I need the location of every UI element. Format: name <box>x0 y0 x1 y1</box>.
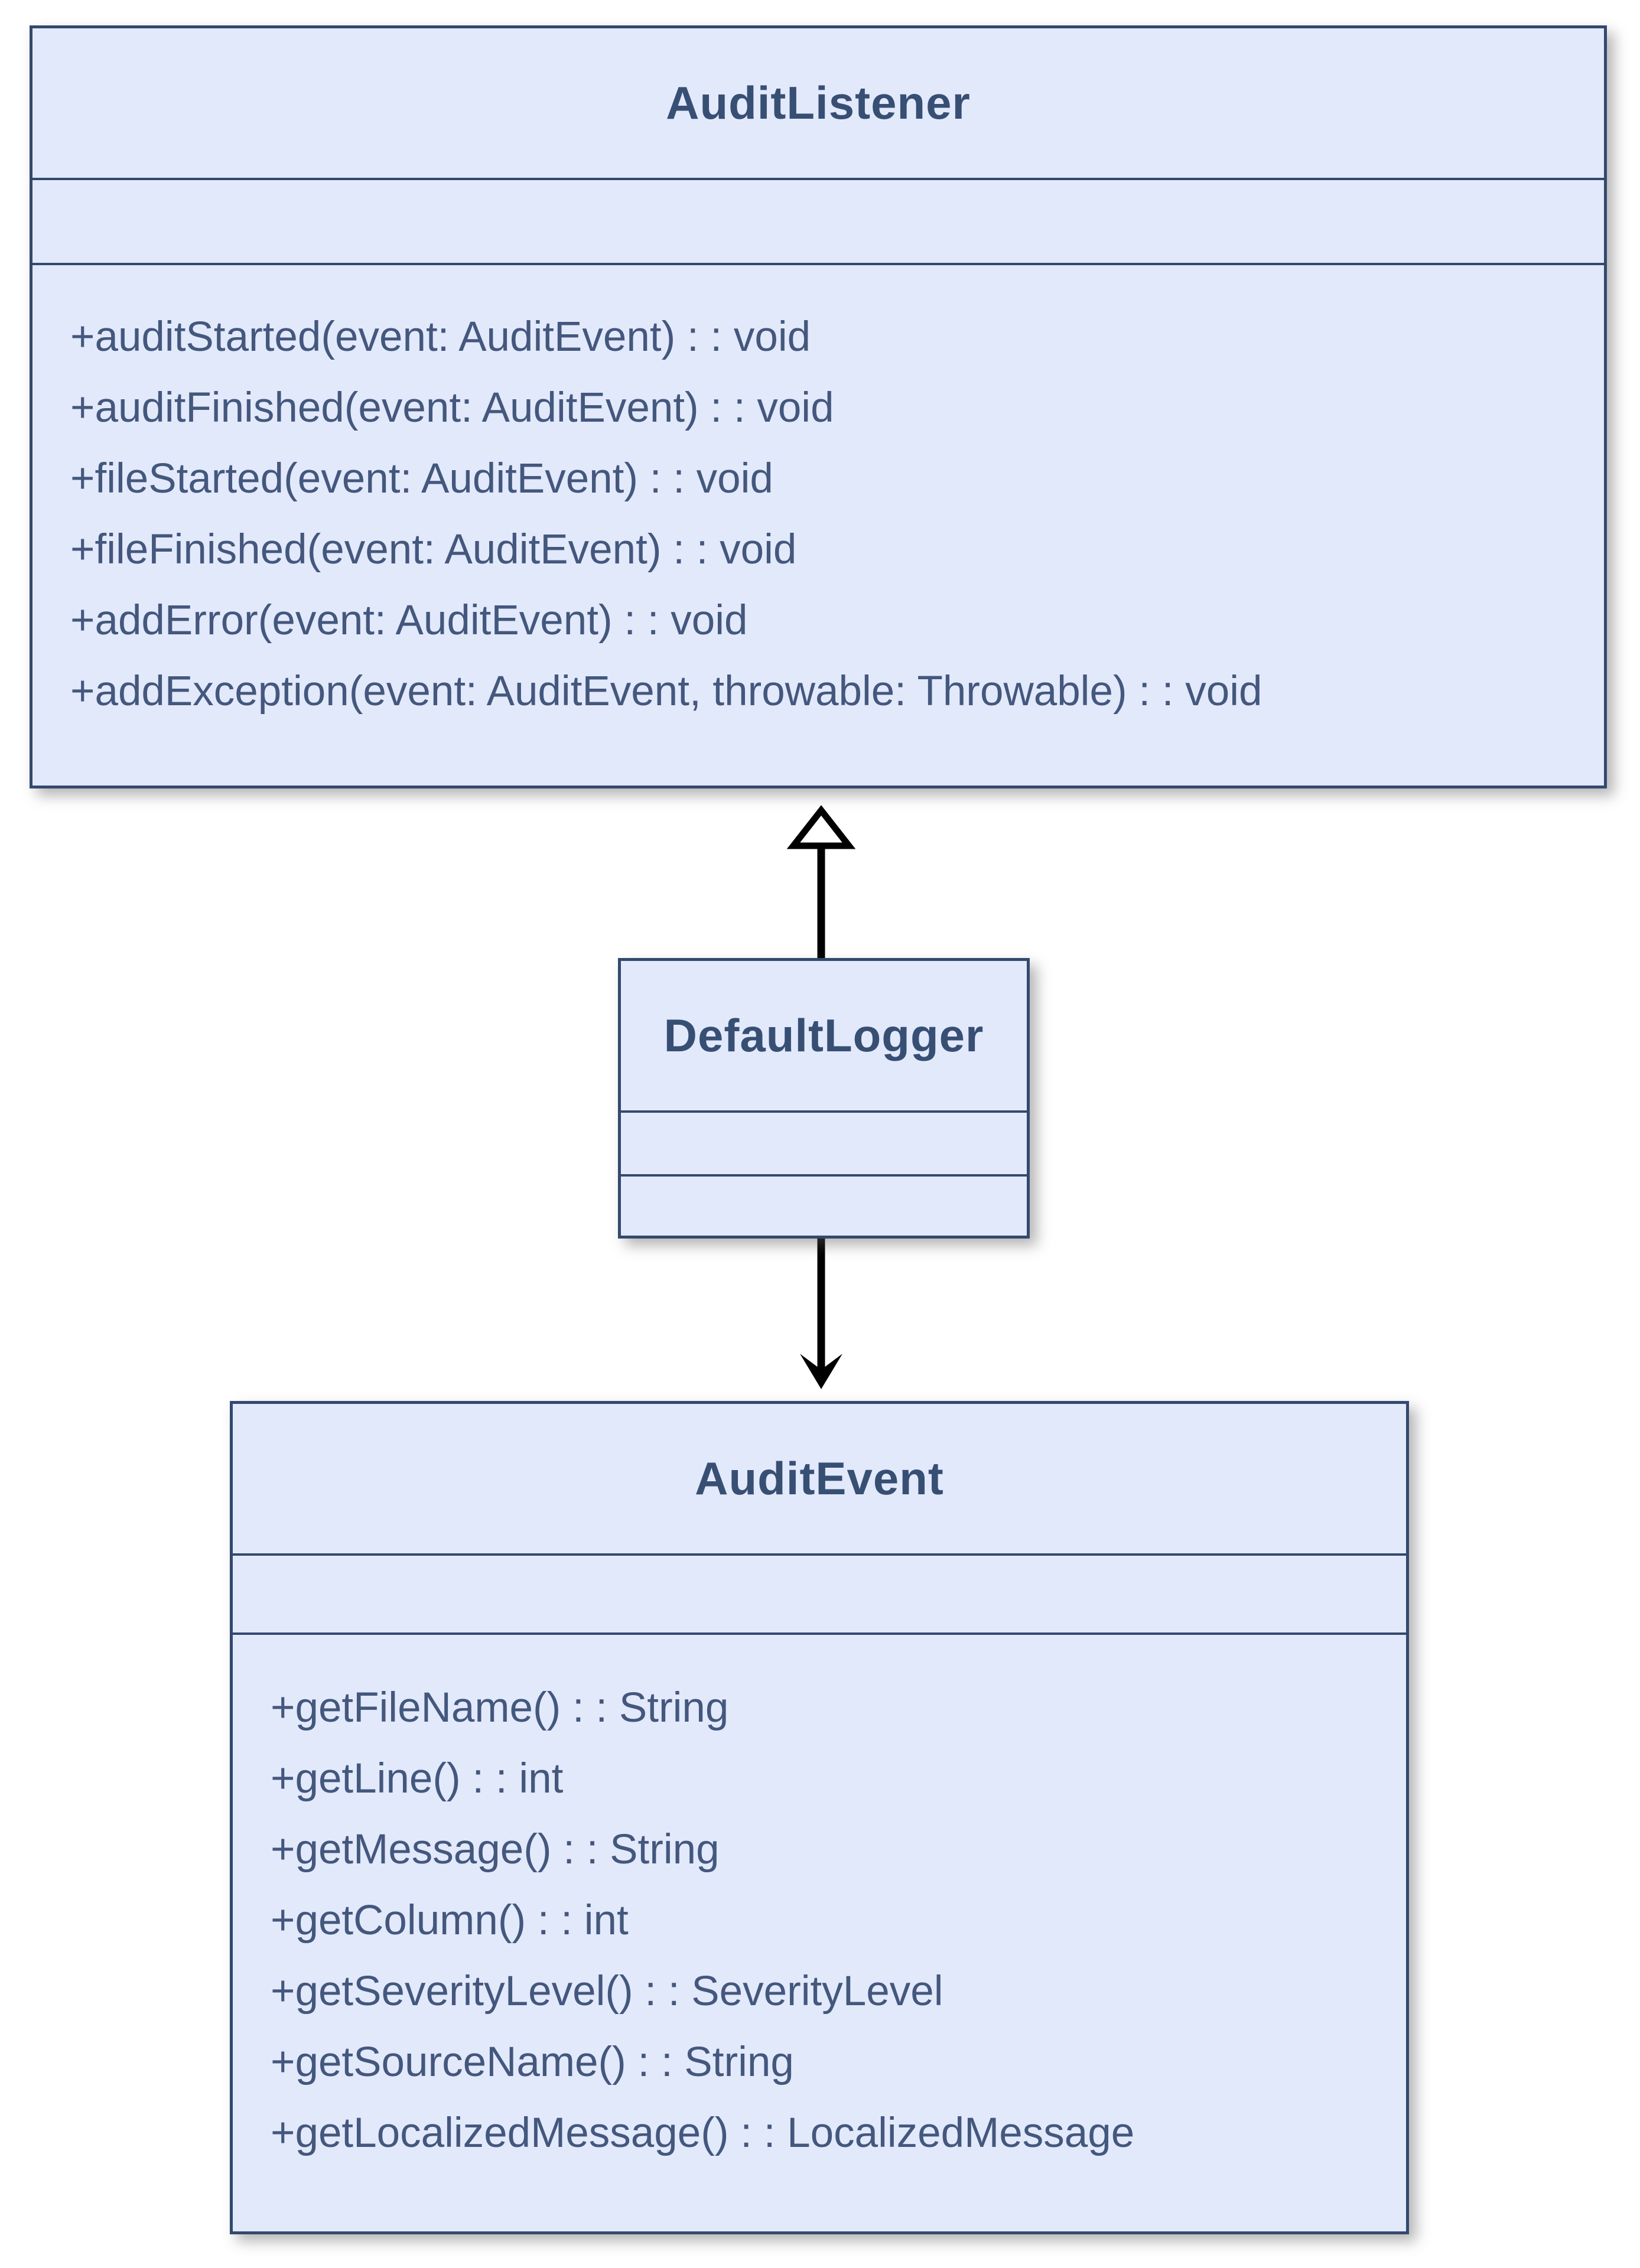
method-signature: +fileStarted(event: AuditEvent) : : void <box>70 455 773 502</box>
method-signature: +auditFinished(event: AuditEvent) : : vo… <box>70 384 834 431</box>
method-signature: +getFileName() : : String <box>271 1684 729 1731</box>
attributes-compartment <box>32 178 1604 263</box>
class-title: AuditListener <box>666 77 971 129</box>
method-signature: +getSourceName() : : String <box>271 2039 794 2085</box>
hollow-triangle-arrowhead <box>786 805 856 849</box>
generalization-arrow <box>786 805 856 960</box>
method-signature: +getLine() : : int <box>271 1755 564 1802</box>
methods-compartment: +auditStarted(event: AuditEvent) : : voi… <box>32 263 1604 786</box>
method-signature: +getColumn() : : int <box>271 1897 629 1944</box>
methods-compartment: +getFileName() : : String +getLine() : : … <box>233 1632 1406 2231</box>
attributes-compartment <box>621 1110 1027 1174</box>
association-arrow <box>800 1237 842 1389</box>
class-title: AuditEvent <box>695 1452 944 1504</box>
method-signature: +getSeverityLevel() : : SeverityLevel <box>271 1968 943 2015</box>
class-title: DefaultLogger <box>663 1009 984 1061</box>
class-box-auditlistener: AuditListener +auditStarted(event: Audit… <box>30 25 1607 788</box>
attributes-compartment <box>233 1553 1406 1632</box>
methods-compartment <box>621 1174 1027 1236</box>
dart-arrowhead <box>800 1354 842 1389</box>
method-signature: +getLocalizedMessage() : : LocalizedMess… <box>271 2110 1135 2156</box>
method-signature: +fileFinished(event: AuditEvent) : : voi… <box>70 526 797 573</box>
method-signature: +getMessage() : : String <box>271 1826 720 1873</box>
method-signature: +auditStarted(event: AuditEvent) : : voi… <box>70 314 811 360</box>
class-box-auditevent: AuditEvent +getFileName() : : String+get… <box>230 1401 1409 2234</box>
method-signature: +addException(event: AuditEvent, throwab… <box>70 668 1262 715</box>
method-signature: +addError(event: AuditEvent) : : void <box>70 597 748 644</box>
class-box-defaultlogger: DefaultLogger <box>618 958 1030 1239</box>
